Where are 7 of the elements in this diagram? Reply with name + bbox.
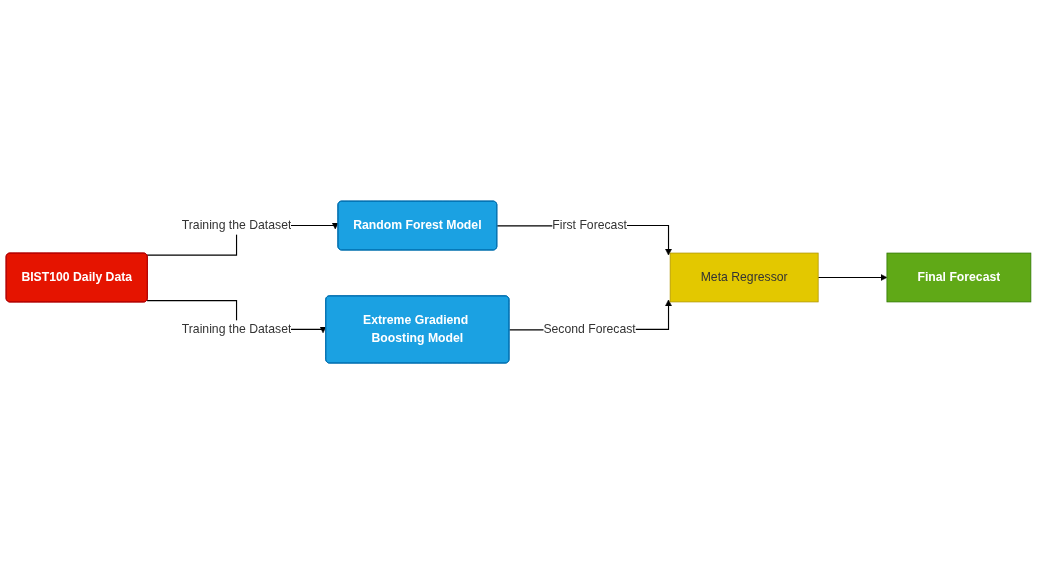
edge-label: Training the Dataset — [181, 218, 292, 232]
node-box: Final Forecast — [886, 252, 1032, 303]
edge-label: Training the Dataset — [181, 322, 292, 336]
edge-label: First Forecast — [552, 218, 627, 232]
node-box: Meta Regressor — [669, 252, 819, 303]
edge-label: Second Forecast — [543, 322, 636, 336]
arrow — [817, 274, 888, 281]
